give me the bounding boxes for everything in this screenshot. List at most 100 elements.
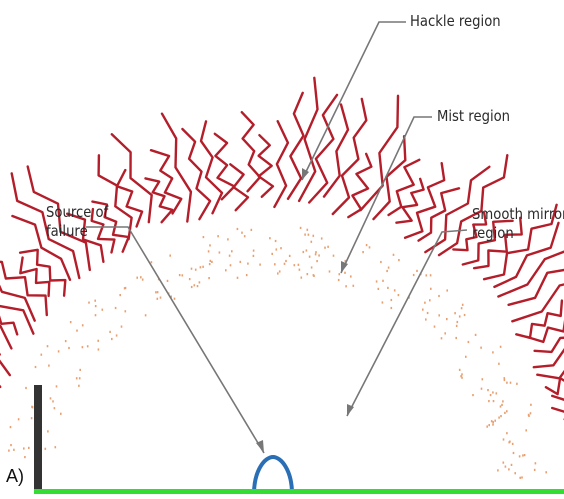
mist-dot — [189, 278, 191, 280]
mist-dot — [225, 269, 227, 271]
mist-dot — [329, 270, 331, 272]
mist-dot — [167, 280, 169, 282]
mist-dot — [65, 340, 67, 342]
mist-dot — [303, 251, 305, 253]
mist-dot — [271, 253, 273, 255]
mist-dot — [251, 229, 253, 231]
mist-dot — [525, 429, 527, 431]
mist-dot — [482, 378, 484, 380]
mist-dot — [376, 280, 378, 282]
mist-dot — [244, 235, 246, 237]
mist-dot — [31, 406, 33, 408]
mist-dot — [55, 446, 57, 448]
mist-dot — [398, 294, 400, 296]
mist-dot — [486, 426, 488, 428]
mist-dot — [339, 273, 341, 275]
mist-dot — [294, 264, 296, 266]
hackle-line — [201, 121, 222, 213]
mist-dot — [157, 291, 159, 293]
mist-dot — [530, 404, 532, 406]
mist-dot — [145, 314, 147, 316]
mist-dot — [277, 272, 279, 274]
mist-dot — [227, 238, 229, 240]
mist-dot — [391, 307, 393, 309]
mist-dot — [413, 274, 415, 276]
mist-dot — [426, 274, 428, 276]
mist-dot — [230, 264, 232, 266]
smooth-label-line-1: Smooth mirror — [472, 205, 564, 224]
mist-dot — [324, 247, 326, 249]
mist-dot — [459, 369, 461, 371]
mist-dot — [24, 456, 26, 458]
mist-dot — [321, 237, 323, 239]
mist-dot — [54, 407, 56, 409]
mist-dot — [519, 455, 521, 457]
mist-dot — [41, 354, 43, 356]
mist-dot — [500, 415, 502, 417]
mist-dot — [88, 302, 90, 304]
mist-dot — [338, 279, 340, 281]
mist-dot — [237, 228, 239, 230]
mist-dot — [217, 235, 219, 237]
mist-dot — [121, 326, 123, 328]
mist-dot — [307, 229, 309, 231]
mist-dot — [308, 234, 310, 236]
mist-dot — [468, 341, 470, 343]
mist-dot — [465, 356, 467, 358]
mist-dot — [508, 441, 510, 443]
mist-dot — [237, 277, 239, 279]
mist-dot — [203, 236, 205, 238]
mist-dot — [353, 285, 355, 287]
mist-dot — [459, 315, 461, 317]
mist-dot — [455, 337, 457, 339]
hackle-line — [242, 112, 260, 191]
panel-letter: A) — [6, 466, 24, 487]
mist-dot — [307, 273, 309, 275]
mist-dot — [492, 424, 494, 426]
mist-dot — [60, 413, 62, 415]
mist-dot — [79, 377, 81, 379]
mist-dot — [492, 421, 494, 423]
mist-dot — [199, 281, 201, 283]
mist-dot — [500, 405, 502, 407]
mist-dot — [430, 288, 432, 290]
smooth-label-line-2: region — [472, 224, 564, 243]
mist-dot — [125, 287, 127, 289]
hackle-line — [274, 121, 288, 207]
mist-dot — [490, 394, 492, 396]
mist-dot — [472, 394, 474, 396]
mist-region-label: Mist region — [437, 107, 510, 126]
mist-dot — [457, 321, 459, 323]
mist-dot — [503, 462, 505, 464]
mist-dot — [125, 310, 127, 312]
mist-dot — [229, 255, 231, 257]
mist-dot — [116, 334, 118, 336]
mist-dot — [140, 276, 142, 278]
mist-dot — [434, 326, 436, 328]
mist-dot — [279, 270, 281, 272]
mist-dot — [136, 277, 138, 279]
mist-dot — [289, 255, 291, 257]
mist-dot — [115, 307, 117, 309]
mist-dot — [197, 285, 199, 287]
mist-dot — [47, 430, 49, 432]
mist-dot — [48, 365, 50, 367]
mist-dot — [111, 338, 113, 340]
mist-dot — [382, 280, 384, 282]
mist-dot — [492, 351, 494, 353]
mist-dot — [45, 448, 47, 450]
mist-dot — [492, 391, 494, 393]
mist-dot — [259, 264, 261, 266]
mist-dot — [142, 279, 144, 281]
source-leader-line — [86, 227, 264, 453]
mist-dot — [488, 400, 490, 402]
mist-dot — [386, 270, 388, 272]
mist-dot — [87, 345, 89, 347]
mist-dot — [23, 447, 25, 449]
mist-dot — [416, 270, 418, 272]
mist-dot — [79, 369, 81, 371]
mist-dot — [191, 268, 193, 270]
mist-dot — [191, 286, 193, 288]
